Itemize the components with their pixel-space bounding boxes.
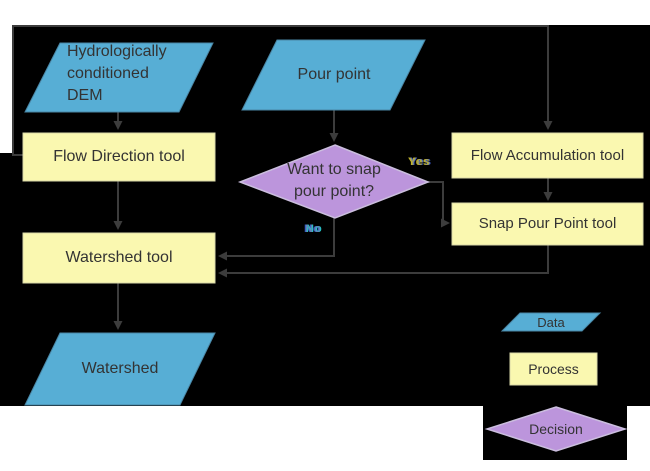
decision-node-shape — [237, 144, 431, 219]
flow-accumulation-node-shape — [451, 132, 644, 179]
dem-node-label: Hydrologically conditioned DEM — [67, 43, 167, 104]
pour-point-node-label: Pour point — [297, 66, 371, 83]
edge-snap-pour-point-to-watershed-tool — [218, 245, 549, 278]
legend-process-shape — [509, 352, 598, 386]
flow-direction-node-shape — [22, 132, 216, 182]
legend-decision-shape — [484, 406, 628, 452]
snap-pour-point-node-label: Snap Pour Point tool — [478, 215, 617, 232]
yes-edge-label: Yes — [409, 156, 431, 168]
legend-data-label: Data — [537, 315, 565, 330]
dem-node-shape — [24, 42, 214, 113]
legend-decision-label: Decision — [529, 421, 583, 437]
legend-data-shape — [500, 312, 602, 332]
decision-node-label: Want to snap pour point? — [287, 161, 381, 200]
edge-flow-direction-to-flow-accumulation — [12, 25, 553, 156]
flow-direction-node-label: Flow Direction tool — [53, 148, 185, 165]
background-notch — [0, 25, 12, 153]
watershed-tool-node-shape — [22, 232, 216, 284]
watershed-tool-node-label: Watershed tool — [65, 249, 173, 266]
edge-decision-yes-to-snap-pour-point — [428, 181, 450, 228]
watershed-node-label: Watershed — [81, 360, 159, 377]
no-edge-label: No — [305, 223, 322, 235]
pour-point-node-shape — [241, 39, 426, 111]
watershed-node-shape — [24, 332, 216, 406]
snap-pour-point-node-shape — [451, 202, 644, 246]
legend-process-label: Process — [528, 361, 579, 377]
flow-accumulation-node-label: Flow Accumulation tool — [470, 147, 625, 164]
edge-decision-no-to-watershed-tool — [218, 218, 335, 261]
